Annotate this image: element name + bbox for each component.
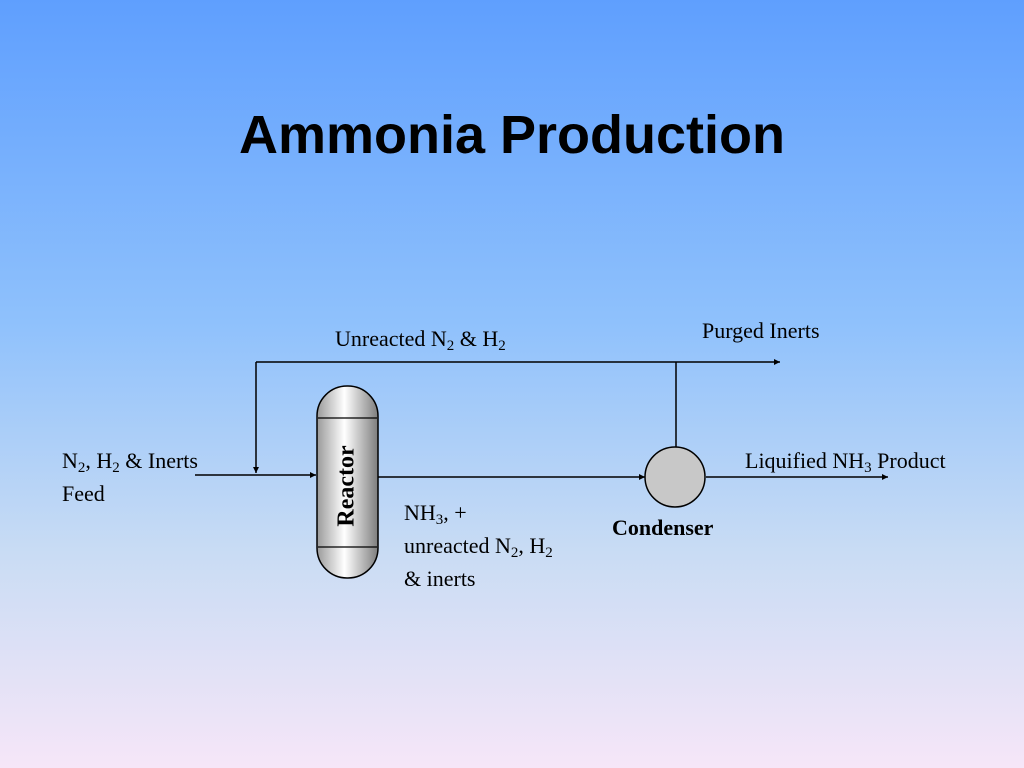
reactor-label: Reactor bbox=[333, 445, 360, 527]
purge-stream-label: Purged Inerts bbox=[702, 318, 820, 343]
reactor-vessel bbox=[316, 385, 379, 579]
recycle-stream-label: Unreacted N2 & H2 bbox=[335, 326, 506, 354]
condenser-vessel bbox=[644, 446, 706, 508]
product-stream-label: Liquified NH3 Product bbox=[745, 448, 946, 476]
feed-stream-label: N2, H2 & Inerts Feed bbox=[62, 448, 198, 506]
reactor-outlet-label: NH3, + unreacted N2, H2 & inerts bbox=[404, 500, 553, 591]
condenser-label: Condenser bbox=[612, 515, 714, 540]
slide-title: Ammonia Production bbox=[238, 105, 785, 165]
